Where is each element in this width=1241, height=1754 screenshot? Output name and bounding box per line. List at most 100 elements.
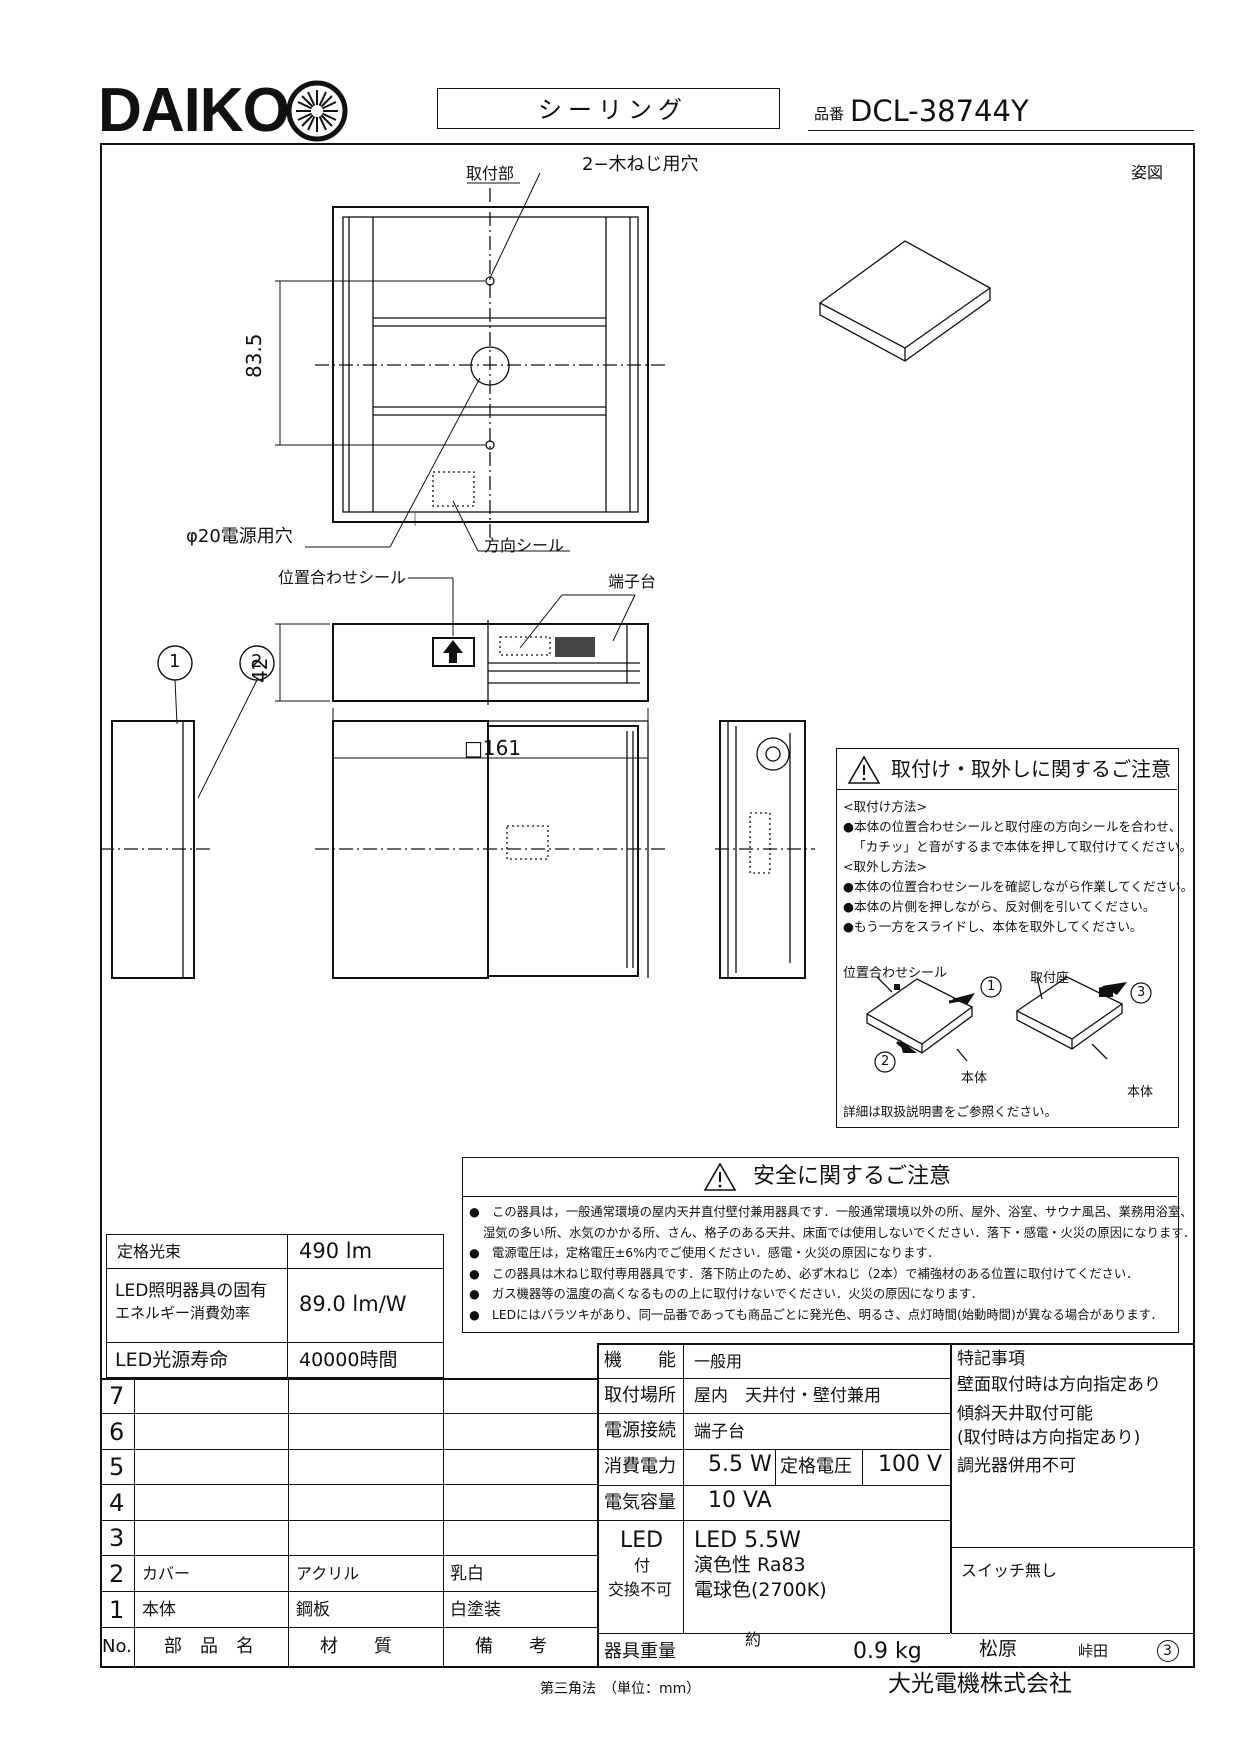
sun-icon xyxy=(286,80,348,142)
spec-power-value: 端子台 xyxy=(694,1422,745,1442)
spec-led-value-2: 演色性 Ra83 xyxy=(694,1554,806,1576)
install-line: ●本体の位置合わせシールを確認しながら作業してください。 xyxy=(843,879,1194,894)
spec-consumption-value: 5.5 W xyxy=(708,1452,772,1477)
signoff-name-2: 峠田 xyxy=(1078,1642,1109,1660)
spec-weight-value: 0.9 kg xyxy=(853,1639,922,1664)
alignment-seal-label: 位置合わせシール xyxy=(278,568,407,587)
install-step-1: 1 xyxy=(987,979,996,994)
install-fig1-seal: 位置合わせシール xyxy=(843,966,948,981)
drawing-frame xyxy=(100,143,1195,1668)
safety-line: ● 電源電圧は，定格電圧±6%内でご使用ください．感電・火災の原因になります． xyxy=(469,1246,940,1260)
perf-value-efficiency: 89.0 lm/W xyxy=(299,1292,407,1316)
perf-value-life: 40000時間 xyxy=(299,1349,398,1371)
install-line: 「カチッ」と音がするまで本体を押して取付けてください。 xyxy=(853,839,1193,854)
projection-note: 第三角法 （単位：mm） xyxy=(540,1681,701,1697)
install-line: ●本体の片側を押しながら、反対側を引いてください。 xyxy=(843,899,1156,914)
power-hole-label: φ20電源用穴 xyxy=(186,526,293,547)
spec-led-value-3: 電球色(2700K) xyxy=(694,1579,827,1601)
spec-weight-label: 器具重量 xyxy=(604,1641,676,1662)
notes-panel: 特記事項 壁面取付時は方向指定あり 傾斜天井取付可能 (取付時は方向指定あり) … xyxy=(951,1343,1195,1668)
product-type-box: シーリング xyxy=(437,88,780,129)
install-step-2: 2 xyxy=(881,1054,890,1069)
dim-83-5: 83.5 xyxy=(242,333,266,378)
spec-mount-value: 屋内 天井付・壁付兼用 xyxy=(694,1386,881,1406)
parts-header-material: 材 質 xyxy=(320,1636,392,1657)
safety-line: ● この器具は木ねじ取付専用器具です．落下防止のため、必ず木ねじ（2本）で補強材… xyxy=(469,1266,1139,1281)
revision-number: 3 xyxy=(1163,1643,1172,1659)
parts-no: 5 xyxy=(109,1453,125,1481)
perf-label-efficiency-1: LED照明器具の固有 xyxy=(115,1281,268,1301)
install-line: <取付け方法> xyxy=(843,799,928,814)
callout-1-label: 1 xyxy=(169,651,181,672)
parts-table: 7 6 5 4 3 2 1 カバー アクリル 乳白 本体 鋼板 白塗装 No. … xyxy=(100,1378,598,1668)
install-figures xyxy=(865,976,1152,1073)
product-type: シーリング xyxy=(538,96,688,124)
parts-material-body: 鋼板 xyxy=(296,1600,330,1620)
notes-line: 調光器併用不可 xyxy=(957,1456,1076,1476)
parts-remark-cover: 乳白 xyxy=(450,1564,484,1584)
install-fig2-body: 本体 xyxy=(1127,1085,1154,1100)
parts-no: 1 xyxy=(109,1596,125,1624)
parts-no: 2 xyxy=(109,1560,125,1588)
parts-material-cover: アクリル xyxy=(296,1564,360,1583)
callout-2-label: 2 xyxy=(251,651,263,672)
spec-rated-voltage-value: 100 V xyxy=(878,1452,943,1477)
brand-logo: DAIKO xyxy=(98,76,348,145)
safety-note-box: 安全に関するご注意 ● この器具は，一般通常環境の屋内天井直付壁付兼用器具です．… xyxy=(462,1157,1195,1333)
dim-161: □161 xyxy=(464,736,522,760)
perf-value-flux: 490 lm xyxy=(299,1239,373,1263)
parts-header-no: No. xyxy=(102,1636,132,1657)
safety-line: 湿気の多い所、水気のかかる所、さん、格子のある天井、床面では使用しないでください… xyxy=(483,1225,1196,1240)
install-fig1-body: 本体 xyxy=(961,1071,988,1086)
safety-line: ● LEDにはバラツキがあり、同一品番であっても商品ごとに発光色、明るさ、点灯時… xyxy=(469,1307,1163,1322)
install-line: ●本体の位置合わせシールと取付座の方向シールを合わせ、 xyxy=(843,819,1182,834)
spec-capacity-value: 10 VA xyxy=(708,1488,772,1513)
notes-line: 傾斜天井取付可能 xyxy=(957,1404,1093,1424)
parts-no: 7 xyxy=(109,1382,125,1410)
safety-note-title: 安全に関するご注意 xyxy=(753,1164,952,1189)
spec-function-label: 機 能 xyxy=(604,1350,676,1371)
model-prefix: 品番 xyxy=(814,105,845,123)
parts-header-remark: 備 考 xyxy=(475,1636,547,1657)
install-note-lines: <取付け方法> ●本体の位置合わせシールと取付座の方向シールを合わせ、 「カチッ… xyxy=(843,797,1193,937)
signoff-name-1: 松原 xyxy=(979,1638,1018,1660)
brand-logo-text: DAIKO xyxy=(98,76,290,145)
parts-remark-body: 白塗装 xyxy=(450,1600,501,1620)
warning-icon xyxy=(847,755,881,784)
notes-title: 特記事項 xyxy=(957,1349,1025,1369)
perf-label-flux: 定格光束 xyxy=(117,1242,182,1261)
spec-power-label: 電源接続 xyxy=(604,1420,676,1441)
perf-label-efficiency-2: エネルギー消費効率 xyxy=(115,1304,251,1322)
safety-line: ● この器具は，一般通常環境の屋内天井直付壁付兼用器具です．一般通常環境以外の所… xyxy=(469,1205,1193,1219)
spec-rated-voltage-label: 定格電圧 xyxy=(780,1456,852,1477)
technical-drawing xyxy=(100,172,992,979)
spec-table: 機 能 一般用 取付場所 屋内 天井付・壁付兼用 電源接続 端子台 消費電力 5… xyxy=(598,1343,950,1668)
safety-line: ● ガス機器等の温度の高くなるものの上に取付けないでください．火災の原因になりま… xyxy=(469,1287,984,1301)
notes-switch: スイッチ無し xyxy=(961,1561,1058,1580)
notes-line: (取付時は方向指定あり) xyxy=(957,1428,1141,1448)
parts-no: 3 xyxy=(109,1524,125,1552)
warning-icon xyxy=(703,1162,737,1191)
spec-led-label-3: 交換不可 xyxy=(608,1580,673,1599)
safety-note-lines: ● この器具は，一般通常環境の屋内天井直付壁付兼用器具です．一般通常環境以外の所… xyxy=(469,1202,1195,1325)
revision-badge: 3 xyxy=(1157,1640,1179,1662)
notes-line: 壁面取付時は方向指定あり xyxy=(957,1375,1161,1395)
install-note-box: 取付け・取外しに関するご注意 <取付け方法> ●本体の位置合わせシールと取付座の… xyxy=(836,748,1193,1128)
parts-name-cover: カバー xyxy=(142,1564,191,1583)
performance-table: 定格光束 490 lm LED照明器具の固有 エネルギー消費効率 89.0 lm… xyxy=(106,1234,444,1378)
perf-label-life: LED光源寿命 xyxy=(115,1349,229,1371)
install-line: ●もう一方をスライドし、本体を取外してください。 xyxy=(843,919,1143,934)
spec-led-label-2: 付 xyxy=(634,1556,651,1575)
install-line: <取外し方法> xyxy=(843,859,928,874)
model-number: DCL-38744Y xyxy=(850,94,1029,128)
spec-function-value: 一般用 xyxy=(694,1352,743,1371)
spec-led-value-1: LED 5.5W xyxy=(694,1528,801,1553)
spec-consumption-label: 消費電力 xyxy=(604,1456,676,1477)
spec-led-label-1: LED xyxy=(620,1528,664,1553)
spec-mount-label: 取付場所 xyxy=(604,1385,676,1406)
install-footer: 詳細は取扱説明書をご参照ください。 xyxy=(843,1104,1058,1119)
mount-part-label: 取付部 xyxy=(466,164,515,183)
install-note-title: 取付け・取外しに関するご注意 xyxy=(891,757,1171,781)
company-name: 大光電機株式会社 xyxy=(888,1671,1072,1697)
